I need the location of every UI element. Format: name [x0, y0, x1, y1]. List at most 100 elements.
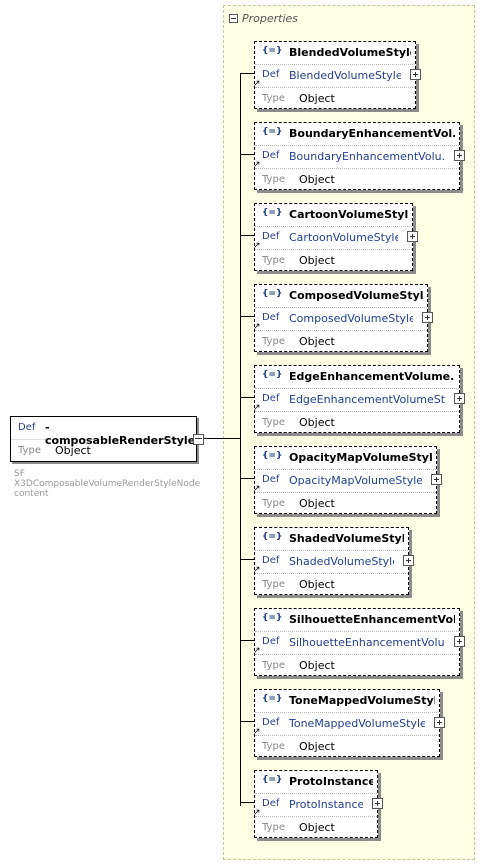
node-title-row: {=}OpacityMapVolumeStyle [255, 447, 436, 469]
node-type-key: Type [262, 579, 285, 590]
main-type-key: Type [18, 445, 41, 456]
node-title: ProtoInstance [289, 775, 373, 788]
node-title-row: {=}SilhouetteEnhancementVol... [255, 609, 459, 631]
element-icon: {=} [262, 46, 283, 56]
node-def-key: Def [262, 69, 280, 80]
annotation-line1: SF [14, 469, 25, 479]
node-title: BoundaryEnhancementVol... [289, 127, 455, 140]
node-type-value: Object [299, 92, 335, 105]
node-def-key: Def [262, 393, 280, 404]
reference-arrow-icon: ↗ [253, 241, 261, 251]
node-def-key: Def [262, 150, 280, 161]
reference-arrow-icon: ↗ [253, 808, 261, 818]
node-def-key: Def [262, 555, 280, 566]
node-def-key: Def [262, 312, 280, 323]
node-def-key: Def [262, 798, 280, 809]
branch-connector [240, 73, 254, 74]
node-type-value: Object [299, 497, 335, 510]
node-def-value: ProtoInstance [289, 798, 363, 811]
main-def-row: Def -composableRenderStyle [11, 417, 196, 447]
branch-connector [240, 640, 254, 641]
reference-arrow-icon: ↗ [253, 484, 261, 494]
node-type-row: Type Object [255, 492, 436, 515]
node-def-row: Def ComposedVolumeStyle ↗ [253, 307, 427, 332]
reference-arrow-icon: ↗ [253, 322, 261, 332]
collapse-main-icon[interactable] [193, 434, 204, 445]
node-type-key: Type [262, 93, 285, 104]
node-type-value: Object [299, 740, 335, 753]
element-icon: {=} [262, 451, 283, 461]
node-def-key: Def [262, 231, 280, 242]
element-node[interactable]: {=} BoundaryEnhancementVol... Def BoundaryE… [253, 122, 460, 190]
node-type-row: Type Object [255, 411, 459, 434]
node-def-value: CartoonVolumeStyle [289, 231, 398, 244]
node-def-value: ShadedVolumeStyle [289, 555, 394, 568]
main-connector [204, 438, 240, 439]
node-def-row: Def BoundaryEnhancementVolu... ↗ [253, 145, 459, 170]
composable-render-style-element[interactable]: Def -composableRenderStyle Type Object [10, 416, 197, 462]
node-type-value: Object [299, 416, 335, 429]
node-title: EdgeEnhancementVolume... [289, 370, 455, 383]
node-def-key: Def [262, 474, 280, 485]
node-def-value: SilhouetteEnhancementVolu... [289, 636, 445, 649]
main-type-row: Type Object [11, 440, 196, 462]
node-title-row: {=}CartoonVolumeStyle [255, 204, 412, 226]
node-def-value: OpacityMapVolumeStyle [289, 474, 422, 487]
node-title: ToneMappedVolumeStyle [289, 694, 435, 707]
element-icon: {=} [262, 208, 283, 218]
node-title-row: {=} ShadedVolumeStyle [255, 528, 408, 550]
expand-icon[interactable] [434, 717, 445, 728]
expand-icon[interactable] [454, 636, 465, 647]
node-type-key: Type [262, 174, 285, 185]
node-type-row: Type Object [255, 573, 408, 596]
expand-icon[interactable] [454, 150, 465, 161]
reference-arrow-icon: ↗ [253, 160, 261, 170]
branch-connector [240, 235, 254, 236]
element-icon: {=} [262, 775, 283, 785]
element-icon: {=} [262, 694, 283, 704]
expand-icon[interactable] [407, 231, 418, 242]
element-icon: {=} [262, 532, 283, 542]
annotation: SF X3DComposableVolumeRenderStyleNode co… [14, 469, 200, 499]
element-node[interactable]: {=}SilhouetteEnhancementVol... Def Silhoue… [253, 608, 460, 676]
collapse-properties-icon[interactable] [229, 13, 238, 23]
element-icon: {=} [262, 127, 283, 137]
annotation-line3: content [14, 489, 49, 499]
expand-icon[interactable] [422, 312, 433, 323]
expand-icon[interactable] [410, 69, 421, 80]
node-type-key: Type [262, 417, 285, 428]
node-type-key: Type [262, 498, 285, 509]
node-title-row: {=}ComposedVolumeStyle [255, 285, 427, 307]
node-def-key: Def [262, 717, 280, 728]
node-def-key: Def [262, 636, 280, 647]
node-type-value: Object [299, 173, 335, 186]
node-def-value: ComposedVolumeStyle [289, 312, 413, 325]
node-def-value: BoundaryEnhancementVolu... [289, 150, 445, 163]
node-type-value: Object [299, 578, 335, 591]
reference-arrow-icon: ↗ [253, 727, 261, 737]
node-title: SilhouetteEnhancementVol... [289, 613, 455, 626]
main-type-value: Object [55, 444, 91, 457]
node-type-key: Type [262, 741, 285, 752]
expand-icon[interactable] [454, 393, 465, 404]
expand-icon[interactable] [431, 474, 442, 485]
node-title-row: {=}EdgeEnhancementVolume... [255, 366, 459, 388]
node-type-row: Type Object [255, 87, 415, 110]
reference-arrow-icon: ↗ [253, 79, 261, 89]
expand-icon[interactable] [372, 798, 383, 809]
vertical-connector [240, 73, 241, 806]
expand-icon[interactable] [403, 555, 414, 566]
node-title: ShadedVolumeStyle [289, 532, 404, 545]
